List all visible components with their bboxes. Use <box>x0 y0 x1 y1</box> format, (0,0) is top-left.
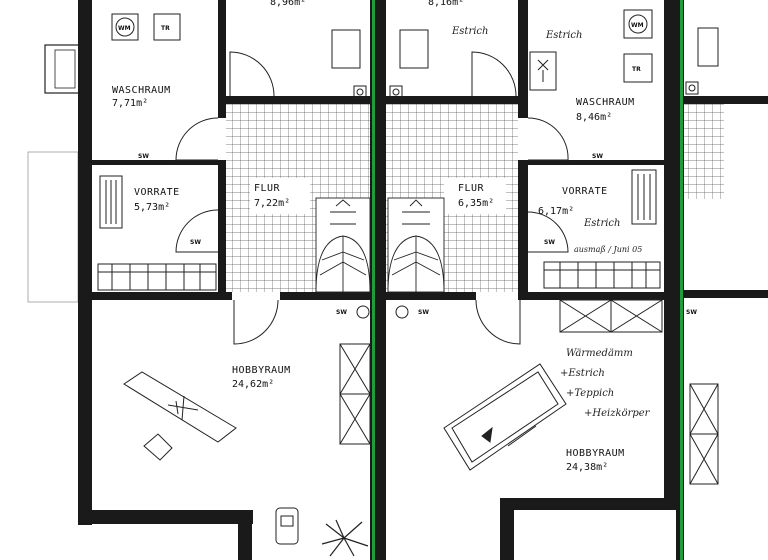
left-sw-marker-3: SW <box>336 309 347 316</box>
left-vorrate-fixtures <box>97 175 217 291</box>
right-top-room-fixtures <box>389 29 429 99</box>
left-waschraum-fixtures <box>111 13 181 41</box>
right-waschraum-area: 8,46m² <box>576 112 612 123</box>
right-flur-name: FLUR <box>458 183 485 194</box>
right-tr-label: TR <box>632 66 641 73</box>
left-hobby-fixtures <box>123 305 371 557</box>
left-top-area: 8,96m² <box>270 0 306 8</box>
handwritten-list-1: Wärmedämm <box>566 348 633 359</box>
handwritten-estrich-3: Estrich <box>583 218 620 229</box>
right-vorrate-area: 6,17m² <box>538 206 574 217</box>
handwritten-list-4: +Heizkörper <box>584 408 651 419</box>
handwritten-list-3: +Teppich <box>566 388 614 399</box>
unit-divider-green <box>372 0 375 560</box>
handwritten-estrich-2: Estrich <box>545 30 582 41</box>
left-top-room-fixtures <box>331 29 367 99</box>
svg-text:SW: SW <box>686 309 697 316</box>
exterior-annex <box>27 44 84 303</box>
right-sw-marker-3: SW <box>418 309 429 316</box>
left-waschraum-area: 7,71m² <box>112 98 148 109</box>
far-right-partial-unit: SW <box>684 27 768 485</box>
handwritten-note-date: ausmaß / Juni 05 <box>574 245 642 254</box>
left-sw-marker-2: SW <box>190 239 201 246</box>
right-flur-area: 6,35m² <box>458 198 494 209</box>
left-hobbyraum-area: 24,62m² <box>232 379 274 390</box>
right-hobby-fixtures <box>395 299 663 471</box>
right-flur-label-bg <box>444 178 506 214</box>
left-sw-marker-1: SW <box>138 153 149 160</box>
left-hobbyraum-name: HOBBYRAUM <box>232 365 291 376</box>
handwritten-list-2: +Estrich <box>560 368 605 379</box>
right-hobbyraum-area: 24,38m² <box>566 462 608 473</box>
right-hobbyraum-name: HOBBYRAUM <box>566 448 625 459</box>
right-stair <box>387 197 445 293</box>
tr-label: TR <box>161 25 170 32</box>
door-arcs <box>175 51 569 345</box>
right-waschraum-name: WASCHRAUM <box>576 97 635 108</box>
left-flur-name: FLUR <box>254 183 281 194</box>
right-sw-marker-2: SW <box>544 239 555 246</box>
left-vorrate-area: 5,73m² <box>134 202 170 213</box>
right-sw-marker-1: SW <box>592 153 603 160</box>
handwritten-estrich-1: Estrich <box>451 26 488 37</box>
left-flur-label-bg <box>250 178 310 214</box>
left-stair <box>315 197 371 293</box>
right-top-area: 8,16m² <box>428 0 464 8</box>
right-waschraum-fixtures <box>529 9 653 91</box>
right-wm-label: WM <box>631 22 644 29</box>
wm-label: WM <box>118 25 131 32</box>
left-vorrate-name: VORRATE <box>134 187 180 198</box>
right-vorrate-name: VORRATE <box>562 186 608 197</box>
left-waschraum-name: WASCHRAUM <box>112 85 171 96</box>
left-flur-area: 7,22m² <box>254 198 290 209</box>
unit-divider-green-right <box>680 0 683 560</box>
right-vorrate-fixtures <box>543 169 661 289</box>
